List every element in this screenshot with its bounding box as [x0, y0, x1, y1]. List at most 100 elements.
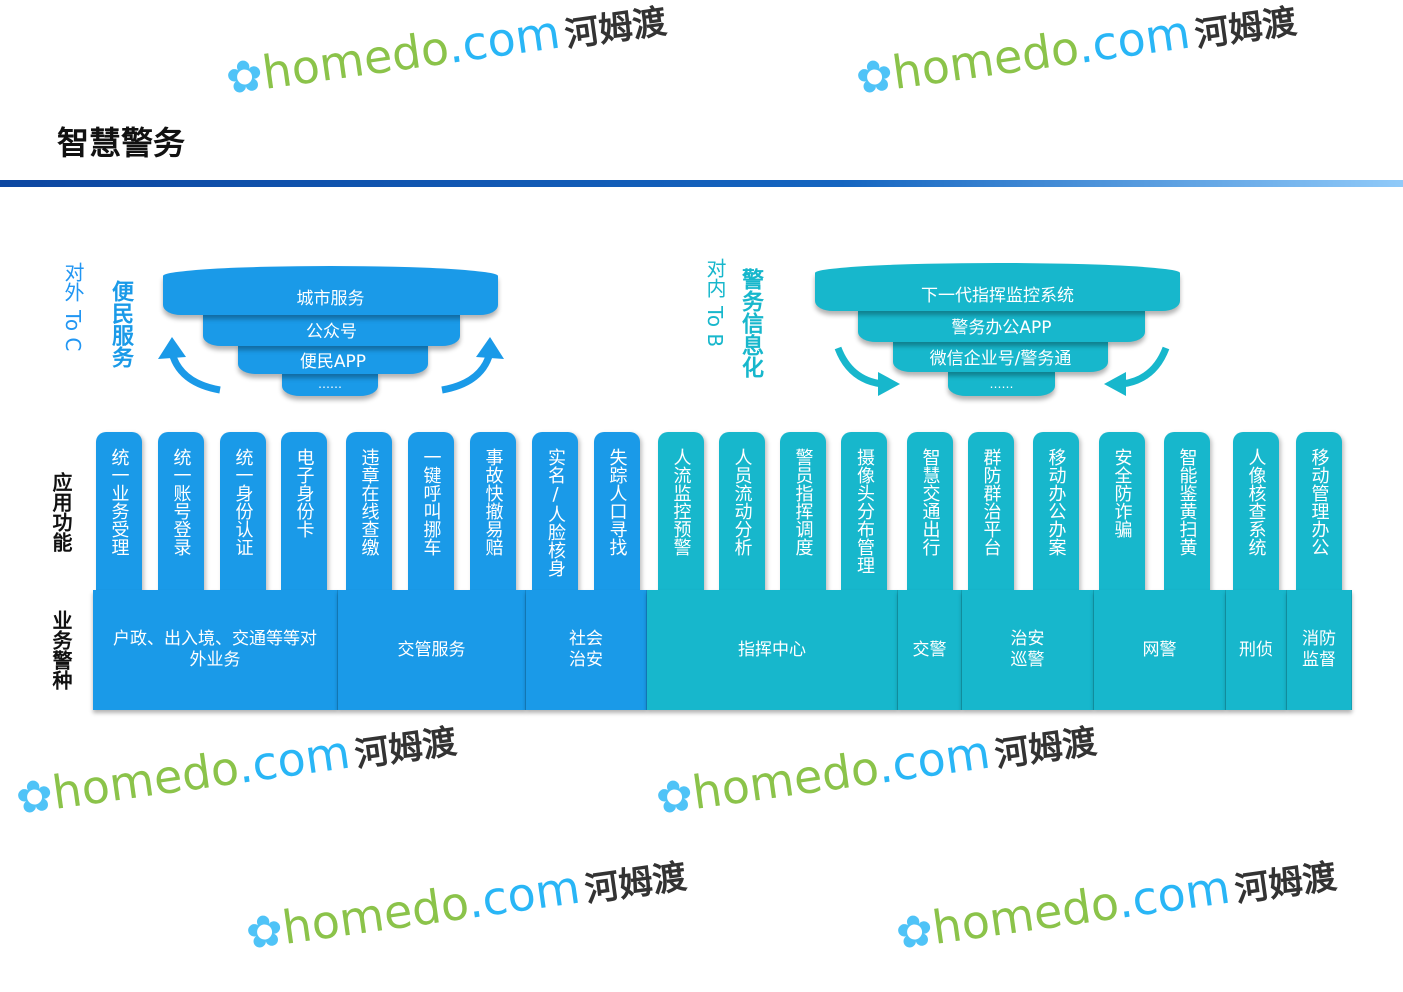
- right-funnel-layer-3: 微信企业号/警务通: [893, 340, 1108, 372]
- function-column: 智慧交通出行: [907, 432, 953, 592]
- police-type-label: 指挥中心: [738, 639, 806, 660]
- police-type-label: 消防监督: [1302, 629, 1336, 670]
- flower-logo-icon: ✿: [222, 49, 267, 106]
- left-category: 便民服务: [108, 280, 133, 368]
- curved-arrow-up-left-icon: [158, 337, 221, 394]
- right-funnel-layer-4: ……: [948, 371, 1055, 396]
- function-column: 违章在线查缴: [346, 432, 392, 592]
- police-type-block: 交管服务: [338, 590, 526, 710]
- police-type-block: 治安巡警: [962, 590, 1094, 710]
- row-label-types: 业务警种: [49, 610, 73, 690]
- police-type-block: 网警: [1094, 590, 1226, 710]
- watermark-brand: homedo: [258, 20, 452, 100]
- function-label: 统一身份认证: [232, 448, 254, 556]
- function-column: 人像核查系统: [1233, 432, 1279, 592]
- function-column: 人员流动分析: [719, 432, 765, 592]
- function-column: 警员指挥调度: [780, 432, 826, 592]
- flower-logo-icon: ✿: [242, 904, 287, 961]
- right-direction: 对内: [703, 258, 727, 298]
- function-label: 警员指挥调度: [792, 448, 814, 556]
- left-funnel-layer-1: 城市服务: [163, 266, 498, 315]
- right-funnel-layer-2: 警务办公APP: [858, 309, 1145, 342]
- function-label: 一键呼叫挪车: [420, 448, 442, 556]
- function-label: 事故快撤易赔: [482, 448, 504, 556]
- function-column: 移动办公办案: [1033, 432, 1079, 592]
- police-type-block: 刑侦: [1226, 590, 1287, 710]
- curved-arrow-down-left-icon: [1104, 346, 1170, 396]
- function-label: 摄像头分布管理: [854, 448, 875, 574]
- function-label: 人员流动分析: [731, 448, 753, 556]
- police-type-block: 消防监督: [1287, 590, 1352, 710]
- police-type-block: 交警: [898, 590, 962, 710]
- left-funnel-layer-2: 公众号: [203, 313, 460, 346]
- right-category: 警务信息化: [738, 268, 763, 378]
- function-column: 移动管理办公: [1296, 432, 1342, 592]
- function-column: 摄像头分布管理: [841, 432, 887, 592]
- police-type-label: 社会治安: [569, 629, 603, 670]
- watermark-dotcom: .com: [463, 859, 584, 929]
- right-target: To B: [703, 306, 727, 348]
- right-funnel-layer-1: 下一代指挥监控系统: [815, 263, 1180, 311]
- function-column: 智能鉴黄扫黄: [1164, 432, 1210, 592]
- function-column: 统一身份认证: [220, 432, 266, 592]
- function-label: 群防群治平台: [980, 448, 1002, 556]
- flower-logo-icon: ✿: [652, 769, 697, 826]
- left-funnel-layer-3: 便民APP: [238, 344, 428, 374]
- title-divider: [0, 180, 1403, 187]
- curved-arrow-up-right-icon: [441, 337, 504, 394]
- police-type-block: 指挥中心: [647, 590, 898, 710]
- watermark-brand: homedo: [688, 740, 882, 820]
- watermark-cn: 河姆渡: [582, 856, 690, 911]
- watermark-cn: 河姆渡: [1192, 1, 1300, 56]
- function-label: 移动办公办案: [1045, 448, 1067, 556]
- flower-logo-icon: ✿: [852, 49, 897, 106]
- function-label: 安全防诈骗: [1111, 448, 1133, 538]
- function-label: 电子身份卡: [293, 448, 315, 538]
- watermark: ✿homedo.com 河姆渡: [852, 0, 1299, 106]
- function-column: 一键呼叫挪车: [408, 432, 454, 592]
- page-title: 智慧警务: [57, 124, 186, 162]
- watermark-dotcom: .com: [443, 4, 564, 74]
- watermark-cn: 河姆渡: [562, 1, 670, 56]
- watermark: ✿homedo.com 河姆渡: [242, 844, 689, 961]
- police-type-label: 交警: [912, 639, 947, 660]
- function-column: 失踪人口寻找: [594, 432, 640, 592]
- watermark-dotcom: .com: [1113, 859, 1234, 929]
- police-type-block: 户政、出入境、交通等等对外业务: [93, 590, 338, 710]
- watermark-brand: homedo: [278, 875, 472, 955]
- function-column: 电子身份卡: [281, 432, 327, 592]
- watermark-dotcom: .com: [233, 724, 354, 794]
- function-label: 失踪人口寻找: [606, 448, 628, 556]
- function-label: 统一业务受理: [108, 448, 130, 556]
- watermark-dotcom: .com: [873, 724, 994, 794]
- function-label: 智能鉴黄扫黄: [1176, 448, 1198, 556]
- police-type-label: 治安巡警: [1010, 629, 1045, 670]
- function-label: 人像核查系统: [1245, 448, 1267, 556]
- function-column: 统一业务受理: [96, 432, 142, 592]
- watermark: ✿homedo.com 河姆渡: [12, 709, 459, 826]
- watermark-cn: 河姆渡: [992, 721, 1100, 776]
- left-target: To C: [61, 310, 85, 352]
- police-type-label: 网警: [1142, 639, 1177, 660]
- watermark: ✿homedo.com 河姆渡: [222, 0, 669, 106]
- watermark-brand: homedo: [888, 20, 1082, 100]
- left-funnel-layer-4: ……: [282, 372, 378, 396]
- row-label-functions: 应用功能: [49, 472, 73, 552]
- function-column: 实名/人脸核身: [532, 432, 578, 592]
- police-type-block: 社会治安: [526, 590, 647, 710]
- watermark: ✿homedo.com 河姆渡: [892, 844, 1339, 961]
- function-label: 移动管理办公: [1308, 448, 1330, 556]
- function-label: 智慧交通出行: [919, 448, 941, 556]
- curved-arrow-down-right-icon: [834, 346, 900, 396]
- left-direction: 对外: [61, 262, 85, 302]
- watermark-cn: 河姆渡: [352, 721, 460, 776]
- function-label: 统一账号登录: [170, 448, 192, 556]
- function-column: 群防群治平台: [968, 432, 1014, 592]
- watermark-brand: homedo: [48, 740, 242, 820]
- flower-logo-icon: ✿: [12, 769, 57, 826]
- watermark-cn: 河姆渡: [1232, 856, 1340, 911]
- function-column: 统一账号登录: [158, 432, 204, 592]
- flower-logo-icon: ✿: [892, 904, 937, 961]
- function-column: 事故快撤易赔: [470, 432, 516, 592]
- function-label: 人流监控预警: [670, 448, 692, 556]
